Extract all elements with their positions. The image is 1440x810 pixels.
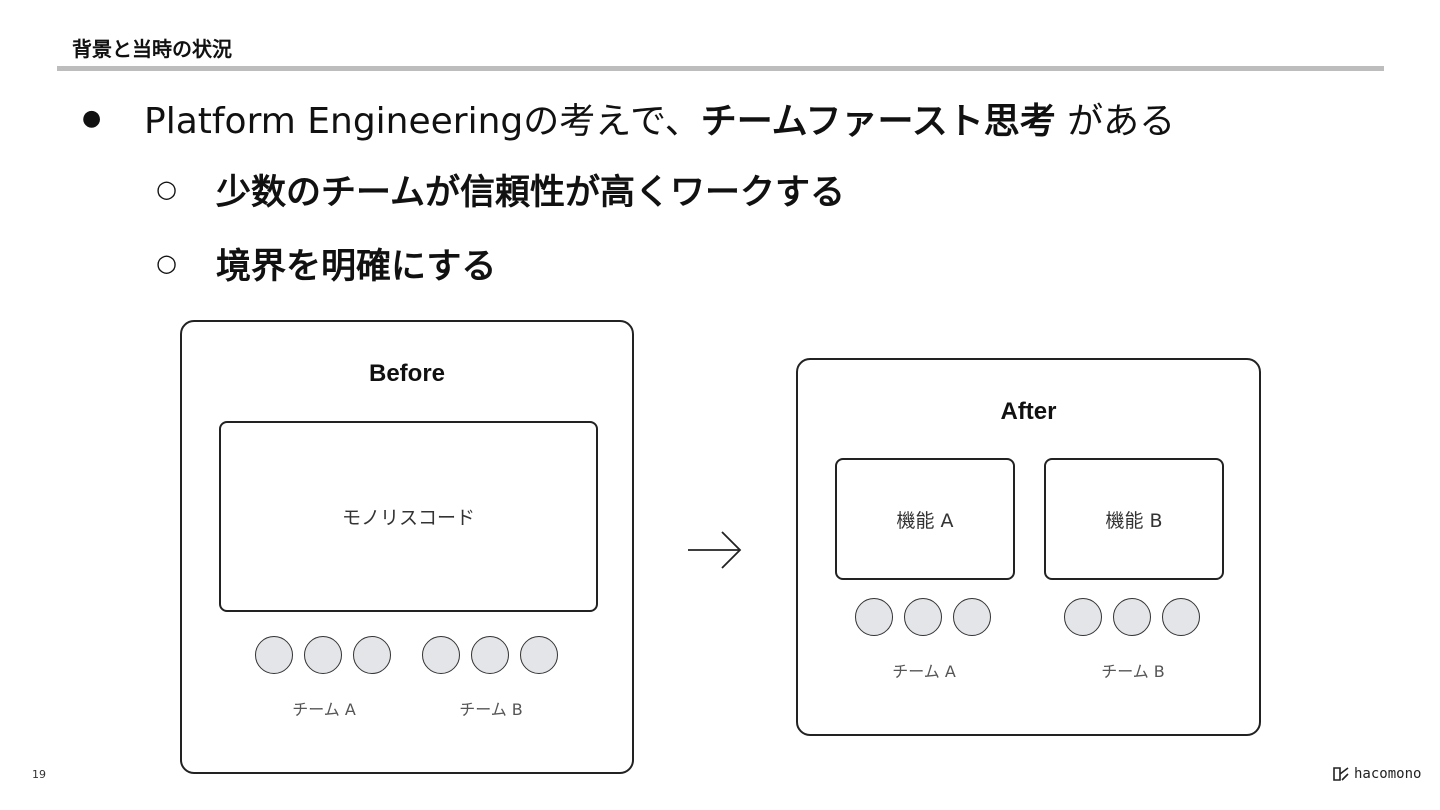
feature-a-box: 機能 A bbox=[835, 458, 1015, 580]
team-b-label: チーム B bbox=[1101, 662, 1165, 681]
team-b-member bbox=[471, 636, 509, 674]
bullet-main-prefix: Platform Engineeringの考えで、 bbox=[144, 101, 701, 142]
header-title: 背景と当時の状況 bbox=[72, 37, 232, 61]
bullet-main-suffix: がある bbox=[1055, 101, 1176, 142]
bullet-main: ● Platform Engineeringの考えで、 チームファースト思考 が… bbox=[82, 92, 1175, 144]
team-a-member bbox=[855, 598, 893, 636]
bullet-marker: ● bbox=[82, 105, 102, 131]
sub-bullet-marker: ○ bbox=[156, 249, 177, 277]
before-panel: Before モノリスコード チーム A チーム B bbox=[180, 320, 634, 774]
bullet-sub-2-text: 境界を明確にする bbox=[216, 246, 497, 287]
logo-text: hacomono bbox=[1354, 766, 1422, 782]
page-number: 19 bbox=[32, 768, 46, 781]
team-a-label: チーム A bbox=[892, 662, 956, 681]
monolith-code-label: モノリスコード bbox=[341, 507, 475, 529]
team-b-member bbox=[1162, 598, 1200, 636]
after-title: After bbox=[1000, 398, 1057, 425]
team-a-member bbox=[953, 598, 991, 636]
feature-b-box: 機能 B bbox=[1044, 458, 1224, 580]
team-a-label: チーム A bbox=[292, 700, 356, 719]
hacomono-mark-icon bbox=[1333, 767, 1349, 781]
hacomono-logo: hacomono bbox=[1332, 766, 1421, 782]
team-b-member bbox=[520, 636, 558, 674]
arrow-right-icon bbox=[688, 531, 742, 569]
feature-b-label: 機能 B bbox=[1105, 509, 1163, 532]
bullet-sub-2: ○ 境界を明確にする bbox=[156, 238, 496, 288]
bullet-main-strong: チームファースト思考 bbox=[700, 101, 1056, 142]
team-a-member bbox=[904, 598, 942, 636]
team-b-member bbox=[1113, 598, 1151, 636]
team-a-member bbox=[304, 636, 342, 674]
team-b-member bbox=[1064, 598, 1102, 636]
team-a-member bbox=[353, 636, 391, 674]
feature-a-label: 機能 A bbox=[896, 509, 954, 532]
before-title: Before bbox=[368, 360, 446, 387]
after-panel: After 機能 A 機能 B チーム A チーム B bbox=[796, 358, 1261, 736]
monolith-code-box: モノリスコード bbox=[219, 421, 598, 612]
bullet-sub-1: ○ 少数のチームが信頼性が高くワークする bbox=[156, 164, 845, 214]
team-b-member bbox=[422, 636, 460, 674]
bullet-sub-1-text: 少数のチームが信頼性が高くワークする bbox=[216, 172, 845, 213]
team-a-member bbox=[255, 636, 293, 674]
header-rule bbox=[57, 66, 1384, 71]
team-b-label: チーム B bbox=[459, 700, 523, 719]
sub-bullet-marker: ○ bbox=[156, 175, 177, 203]
